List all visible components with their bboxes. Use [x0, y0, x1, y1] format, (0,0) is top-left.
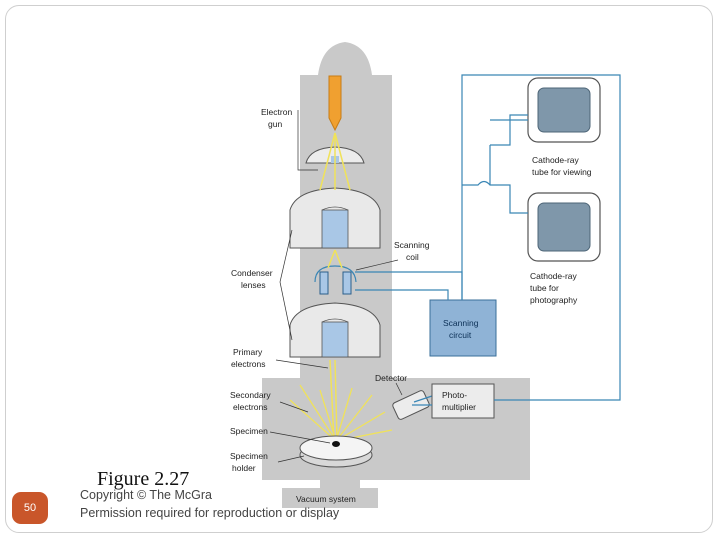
- label-secondary-1: Secondary: [230, 390, 271, 400]
- label-primary-1: Primary: [233, 347, 263, 357]
- label-electron-gun-2: gun: [268, 119, 282, 129]
- label-crt-photo-2: tube for: [530, 283, 559, 293]
- figure-title: Figure 2.27: [97, 468, 190, 490]
- label-vacuum: Vacuum system: [296, 494, 356, 504]
- copyright-text: Copyright © The McGra: [80, 488, 212, 502]
- crt-photography: [527, 192, 601, 262]
- label-condenser-2: lenses: [241, 280, 266, 290]
- label-crt-viewing-2: tube for viewing: [532, 167, 592, 177]
- label-specimen: Specimen: [230, 426, 268, 436]
- wiring: [355, 74, 621, 406]
- label-detector: Detector: [375, 373, 407, 383]
- primary-electron-beam: [319, 132, 351, 441]
- label-circuit-2: circuit: [449, 330, 472, 340]
- page-number-badge: 50: [12, 492, 48, 524]
- label-crt-viewing-1: Cathode-ray: [532, 155, 580, 165]
- detector: [392, 390, 433, 420]
- label-coil-1: Scanning: [394, 240, 430, 250]
- label-coil-2: coil: [406, 252, 419, 262]
- photomultiplier-box: [431, 383, 495, 419]
- leader-lines: [269, 110, 403, 463]
- specimen-holder: [299, 435, 373, 468]
- scanning-circuit-box: [429, 299, 497, 357]
- slide-frame: [5, 5, 713, 533]
- label-photomultiplier-2: multiplier: [442, 402, 476, 412]
- label-crt-photo-3: photography: [530, 295, 578, 305]
- permission-text: Permission required for reproduction or …: [80, 506, 340, 520]
- crt-viewing: [527, 77, 601, 143]
- label-secondary-2: electrons: [233, 402, 268, 412]
- label-holder-2: holder: [232, 463, 256, 473]
- diagram-labels: Electron gun Condenser lenses Primary el…: [230, 107, 592, 504]
- label-primary-2: electrons: [231, 359, 266, 369]
- scanning-coil: [314, 265, 357, 295]
- label-crt-photo-1: Cathode-ray: [530, 271, 578, 281]
- label-condenser-1: Condenser: [231, 268, 273, 278]
- label-electron-gun-1: Electron: [261, 107, 292, 117]
- label-circuit-1: Scanning: [443, 318, 479, 328]
- label-holder-1: Specimen: [230, 451, 268, 461]
- label-photomultiplier-1: Photo-: [442, 390, 467, 400]
- condenser-lens-1: [289, 187, 381, 249]
- electron-gun: [328, 75, 342, 132]
- condenser-lens-2: [289, 302, 381, 358]
